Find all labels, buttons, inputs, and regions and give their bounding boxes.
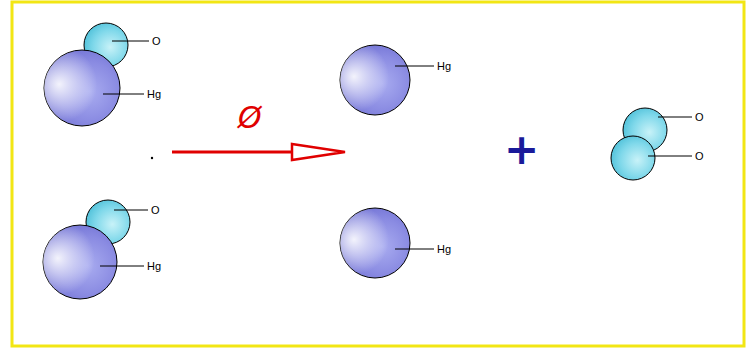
atom-label: O — [152, 36, 161, 47]
atom-label: Hg — [147, 89, 161, 100]
plus-sign: + — [504, 129, 539, 171]
hgo-molecule — [43, 200, 148, 299]
atom-label: O — [151, 205, 160, 216]
hg-atom — [340, 208, 434, 278]
heat-symbol: Ø — [238, 103, 262, 133]
hg-atom — [340, 45, 434, 115]
atom-label: O — [695, 151, 704, 162]
reaction-arrow — [172, 144, 345, 160]
atom-label: Hg — [437, 61, 451, 72]
atom-label: O — [695, 112, 704, 123]
frame — [12, 2, 744, 346]
o2-molecule — [611, 108, 692, 180]
atom-label: Hg — [147, 261, 161, 272]
hgo-molecule — [44, 23, 149, 126]
dot — [151, 157, 153, 159]
atom-label: Hg — [437, 244, 451, 255]
